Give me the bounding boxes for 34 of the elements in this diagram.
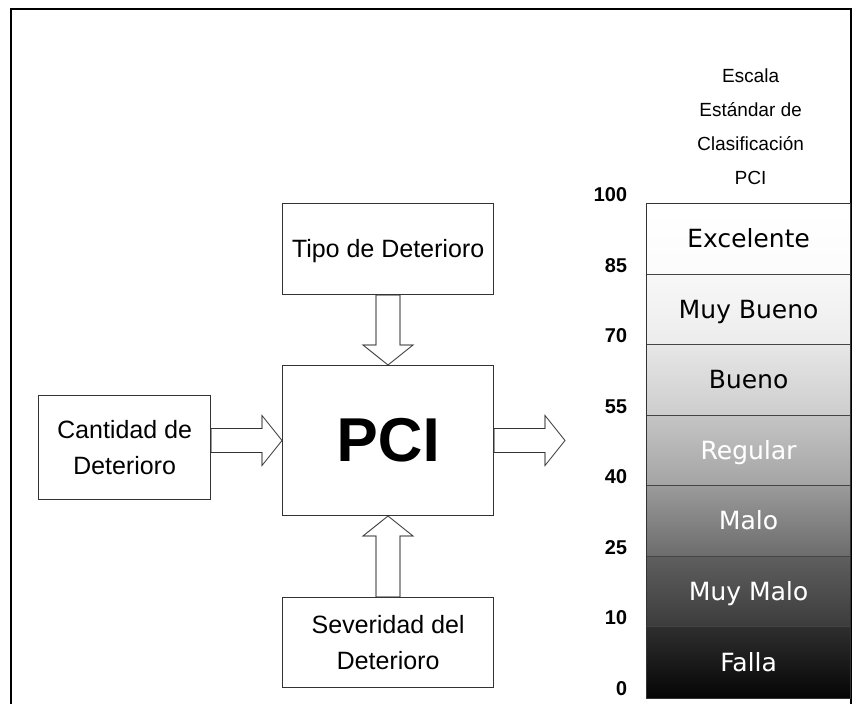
rating-band <box>647 486 850 556</box>
band-label: Falla <box>720 646 777 678</box>
band-label: Excelente <box>687 223 810 255</box>
central-box <box>282 365 494 516</box>
scale-tick-value: 10 <box>604 608 627 628</box>
scale-heading: Escala Estándar de Clasificación PCI <box>696 65 805 191</box>
box-text: Cantidad de Deterioro <box>56 414 193 482</box>
band-label: Bueno <box>708 364 788 396</box>
rating-band <box>647 556 850 627</box>
rating-band <box>647 345 850 416</box>
scale-tick-value: 55 <box>604 396 627 416</box>
block-arrow <box>210 414 283 467</box>
input-box <box>282 597 494 688</box>
rating-band <box>647 627 850 698</box>
block-arrow <box>362 294 414 366</box>
input-box <box>38 395 211 500</box>
scale-tick-value: 25 <box>604 538 627 558</box>
band-label: Muy Malo <box>688 576 808 608</box>
scale-tick-value: 100 <box>592 185 627 205</box>
box-text: PCI <box>336 410 440 472</box>
input-box <box>282 203 494 295</box>
scale-tick-value: 0 <box>614 678 627 698</box>
scale-tick-value: 85 <box>604 256 627 276</box>
rating-band <box>647 274 850 345</box>
band-label: Muy Bueno <box>678 294 818 326</box>
band-label: Malo <box>718 505 778 537</box>
scale-tick-value: 40 <box>604 467 627 487</box>
box-text: Severidad del Deterioro <box>310 610 466 676</box>
band-label: Regular <box>700 434 796 466</box>
box-text: Tipo de Deterioro <box>290 234 486 265</box>
block-arrow <box>362 515 414 598</box>
block-arrow <box>494 414 566 467</box>
rating-band <box>647 416 850 486</box>
scale-tick-value: 70 <box>604 326 627 346</box>
